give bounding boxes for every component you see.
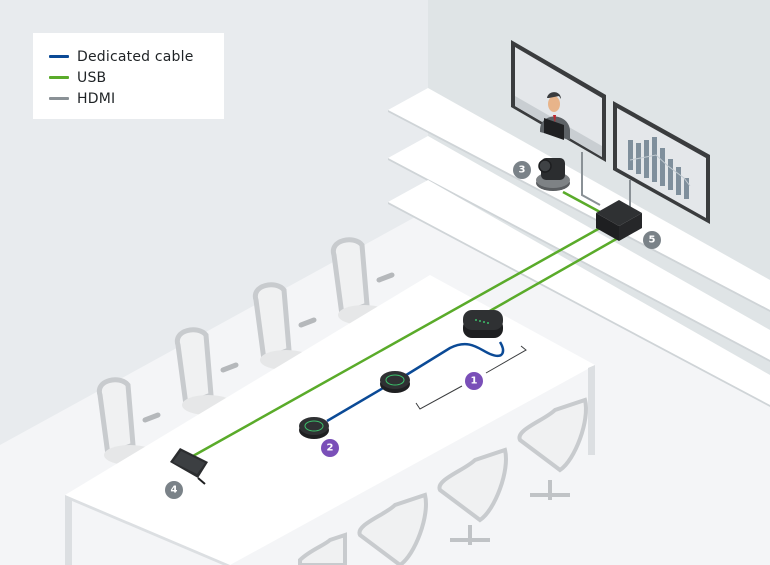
chair <box>437 447 508 545</box>
badge-1-label: 1 <box>471 376 478 387</box>
usb-swatch <box>49 76 69 79</box>
display-left <box>511 40 606 162</box>
chair <box>357 492 428 565</box>
badge-4: 4 <box>165 481 183 499</box>
legend-label: HDMI <box>77 90 116 107</box>
badge-5: 5 <box>643 231 661 249</box>
legend-label: USB <box>77 69 107 86</box>
legend-label: Dedicated cable <box>77 48 194 65</box>
badge-2-label: 2 <box>327 443 334 454</box>
chair <box>517 397 588 500</box>
badge-3: 3 <box>513 161 531 179</box>
room-computer <box>596 200 642 241</box>
chair <box>96 377 161 465</box>
dedicated-cable-swatch <box>49 55 69 58</box>
legend-item-dedicated-cable: Dedicated cable <box>49 46 224 67</box>
badge-2-circle <box>321 439 339 457</box>
badge-3-label: 3 <box>519 165 526 176</box>
table-microphone <box>380 371 410 393</box>
legend-item-usb: USB <box>49 67 224 88</box>
legend: Dedicated cable USB HDMI <box>33 33 224 119</box>
display-right <box>613 101 710 224</box>
badge-5-circle <box>643 231 661 249</box>
hdmi-swatch <box>49 97 69 100</box>
touch-controller <box>170 448 208 485</box>
chairs-front-row <box>298 397 588 565</box>
badge-2: 2 <box>321 439 339 457</box>
ptz-camera <box>536 158 570 191</box>
badge-1: 1 <box>465 372 483 390</box>
table-microphone <box>299 417 329 439</box>
video-call-person <box>540 92 570 140</box>
legend-item-hdmi: HDMI <box>49 88 224 109</box>
table-microphone-hub <box>463 310 503 338</box>
badge-3-circle <box>513 161 531 179</box>
badge-5-label: 5 <box>649 235 656 246</box>
chair <box>298 532 347 565</box>
hdmi-cables <box>581 152 631 210</box>
group-1-bracket <box>415 345 527 410</box>
badge-4-label: 4 <box>171 485 178 496</box>
usb-cables <box>192 190 619 458</box>
badge-1-circle <box>465 372 483 390</box>
badge-4-circle <box>165 481 183 499</box>
bar-chart <box>628 137 691 199</box>
